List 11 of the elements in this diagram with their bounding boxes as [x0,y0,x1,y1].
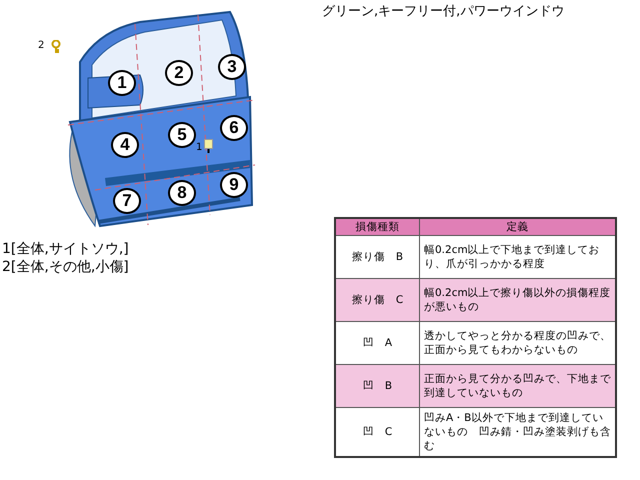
table-cell: 正面から見て分かる凹みで、下地まで到達していないもの [420,364,616,408]
table-cell: 擦り傷 C [335,278,420,322]
damage-note: 2[全体,その他,小傷] [2,258,129,276]
damage-note: 1[全体,サイトソウ,] [2,240,129,258]
marker-number: 1 [196,142,202,153]
table-cell: 凹 B [335,364,420,408]
marker-number: 2 [38,40,44,51]
note-text: グリーン,キーフリー付,パワーウインドウ [322,3,564,20]
table-header-cell: 定義 [420,218,616,236]
table-cell: 幅0.2cm以上で擦り傷以外の損傷程度が悪いもの [420,278,616,322]
table-header-cell: 損傷種類 [335,218,420,236]
